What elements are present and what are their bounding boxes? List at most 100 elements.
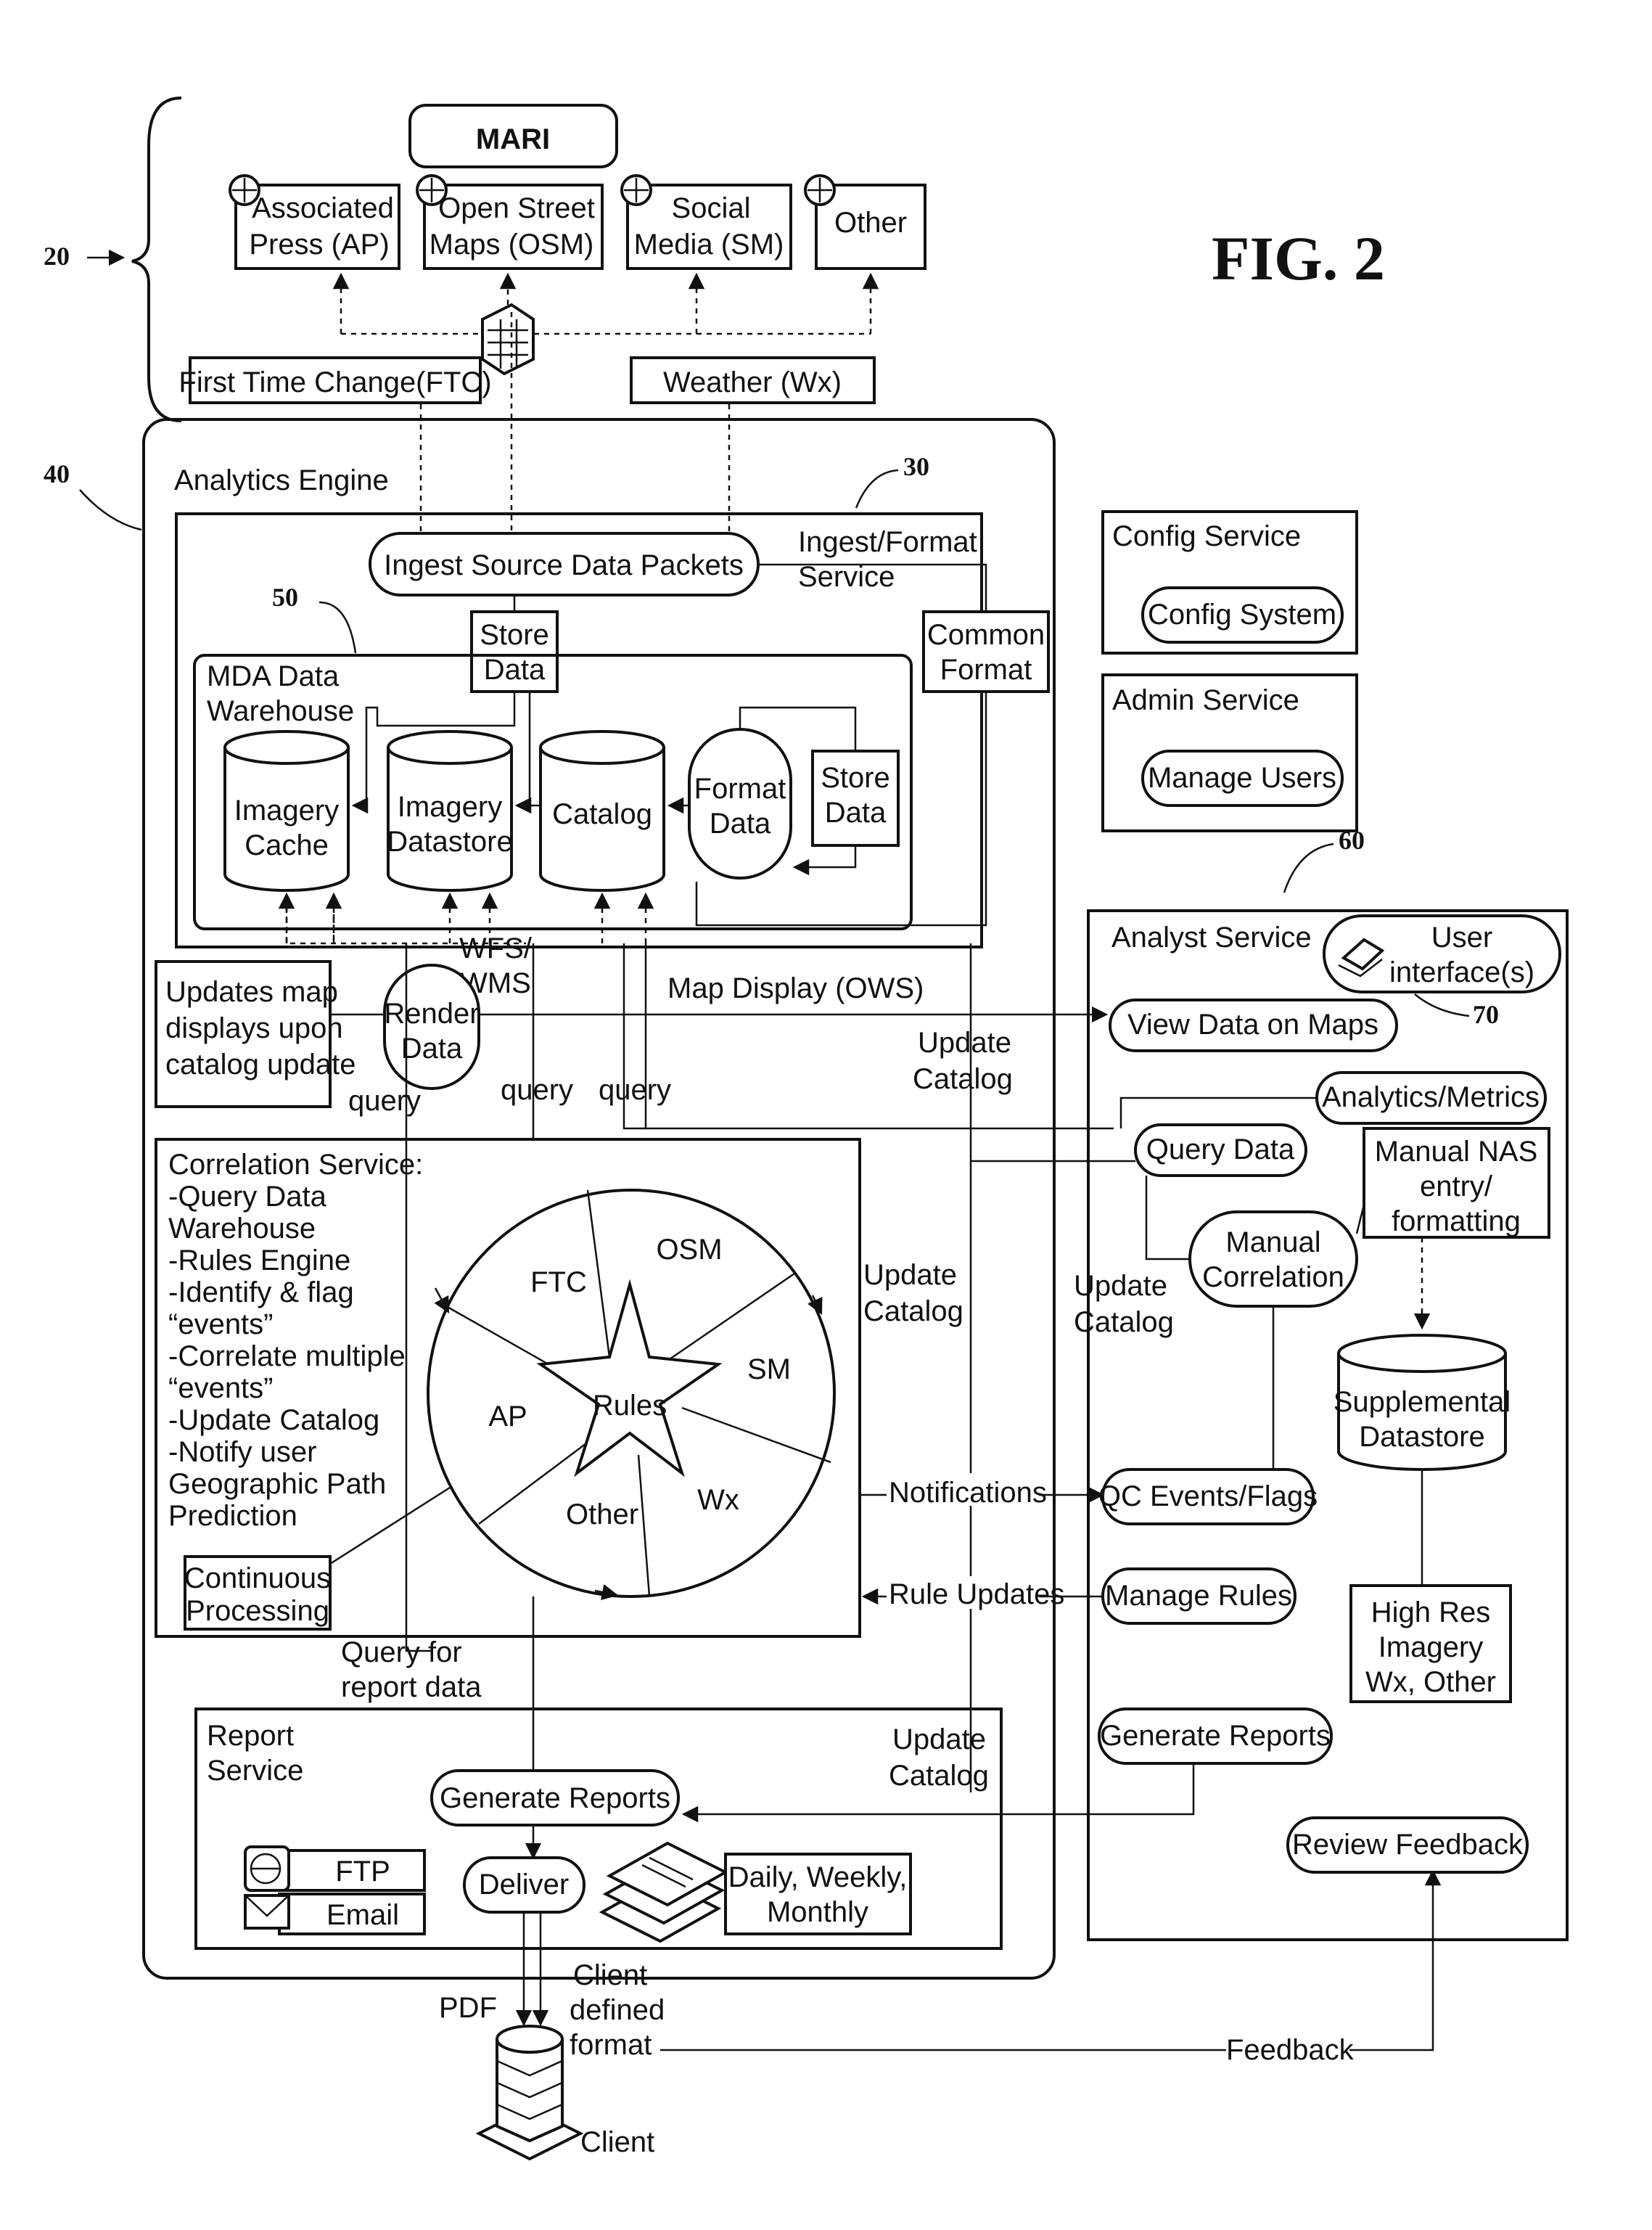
other-globe-icon [805,176,834,205]
ingest-service-line2: Service [798,561,895,593]
svg-text:-Query Data: -Query Data [168,1181,327,1213]
qc-events-label: QC Events/Flags [1098,1480,1318,1512]
update-catalog-2-line1: Update [863,1259,957,1291]
map-display-label: Map Display (OWS) [667,972,924,1004]
email-envelope-icon [245,1895,289,1928]
high-res-line3: Wx, Other [1365,1666,1496,1698]
wheel-other: Other [566,1499,638,1530]
continuous-line2: Processing [186,1595,329,1627]
report-service-line1: Report [207,1720,294,1752]
correlation-description: Correlation Service: -Query Data Warehou… [168,1149,423,1532]
query-data-label: Query Data [1146,1134,1295,1165]
catalog-label: Catalog [552,798,652,830]
query-label-3: query [599,1074,671,1106]
wfs-wms-line1: WFS/ [459,932,533,964]
svg-text:Geographic Path: Geographic Path [168,1468,386,1500]
update-catalog-1-line2: Catalog [913,1063,1013,1095]
review-feedback-label: Review Feedback [1292,1829,1524,1861]
update-catalog-3-line1: Update [892,1723,986,1755]
update-catalog-2-line2: Catalog [863,1295,963,1327]
admin-service-title: Admin Service [1112,684,1299,716]
ftc-source-label: First Time Change(FTC) [178,366,491,398]
client-defined-line3: format [570,2029,652,2061]
feedback-arrow [1349,1871,1433,2050]
notifications-label: Notifications [889,1477,1047,1509]
config-system-label: Config System [1148,599,1336,631]
sm-line1: Social [672,192,751,224]
ref-20: 20 [44,242,70,271]
ref-30-leader [856,470,898,508]
analytics-metrics-label: Analytics/Metrics [1322,1081,1540,1113]
manual-nas-line2: entry/ [1420,1171,1493,1202]
format-data-line1: Format [694,773,786,805]
ap-globe-icon [230,176,259,205]
svg-text:-Notify user: -Notify user [168,1436,317,1468]
svg-text:“events”: “events” [168,1308,274,1340]
update-catalog-4-line1: Update [1074,1270,1167,1302]
user-interface-line2: interface(s) [1389,956,1534,988]
format-data-line2: Data [710,808,771,840]
config-service-title: Config Service [1112,520,1301,552]
svg-text:Prediction: Prediction [168,1500,297,1532]
common-format-line1: Common [927,619,1045,651]
sm-globe-icon [622,176,651,205]
pdf-label: PDF [439,1992,497,2024]
wheel-rules: Rules [593,1390,667,1422]
store-data-inner-line2: Data [825,797,887,829]
query-label-1: query [348,1085,421,1117]
store-data-line2: Data [484,654,546,686]
store-data-inner-line1: Store [821,762,890,794]
manual-nas-line1: Manual NAS [1375,1136,1538,1168]
wheel-ftc: FTC [530,1266,587,1298]
supplemental-line1: Supplemental [1333,1386,1511,1418]
svg-text:Warehouse: Warehouse [168,1213,316,1245]
query-label-2: query [501,1074,573,1106]
imagery-cache-line2: Cache [244,829,329,861]
ingest-packets-label: Ingest Source Data Packets [384,549,744,581]
osm-line1: Open Street [438,192,595,224]
osm-globe-icon [417,176,446,205]
query-report-line1: Query for [341,1636,462,1668]
rules-star-icon [541,1284,718,1473]
updates-map-line1: Updates map [165,976,338,1008]
update-catalog-1-line1: Update [918,1027,1011,1059]
periods-line2: Monthly [767,1896,868,1928]
ref-50-leader [319,602,356,653]
high-res-line1: High Res [1371,1596,1491,1628]
feedback-label: Feedback [1226,2034,1355,2066]
figure-label: FIG. 2 [1212,224,1385,293]
high-res-line2: Imagery [1378,1631,1484,1663]
report-service-line2: Service [207,1755,303,1787]
client-defined-line2: defined [570,1994,665,2026]
wheel-osm: OSM [656,1234,722,1266]
updates-map-line3: catalog update [165,1049,356,1081]
query-report-line2: report data [341,1671,482,1703]
ref-60-leader [1284,844,1333,893]
mari-label: MARI [476,123,550,155]
email-label: Email [326,1899,399,1931]
svg-text:“events”: “events” [168,1372,274,1404]
svg-text:-Update Catalog: -Update Catalog [168,1404,379,1436]
warehouse-line2: Warehouse [207,695,354,727]
wheel-ap: AP [488,1401,527,1432]
ref-70-leader [1415,994,1469,1016]
ap-line2: Press (AP) [249,229,389,261]
imagery-cache-line1: Imagery [234,795,340,827]
ftp-label: FTP [335,1856,390,1887]
update-catalog-4-line2: Catalog [1074,1306,1174,1338]
wx-source-label: Weather (Wx) [663,366,842,398]
analyst-service-title: Analyst Service [1111,922,1312,954]
client-building-icon [479,2026,580,2159]
manual-correlation-line2: Correlation [1202,1261,1344,1293]
generate-reports-label: Generate Reports [440,1782,670,1814]
user-interface-line1: User [1431,922,1492,954]
render-data-line1: Render [384,998,479,1030]
analytics-engine-title: Analytics Engine [174,464,389,496]
manual-correlation-line1: Manual [1225,1226,1320,1258]
sm-line2: Media (SM) [634,229,784,261]
osm-line2: Maps (OSM) [430,229,594,261]
group-brace-20 [132,98,181,421]
supplemental-line2: Datastore [1359,1421,1484,1453]
svg-text:-Identify & flag: -Identify & flag [168,1276,354,1308]
